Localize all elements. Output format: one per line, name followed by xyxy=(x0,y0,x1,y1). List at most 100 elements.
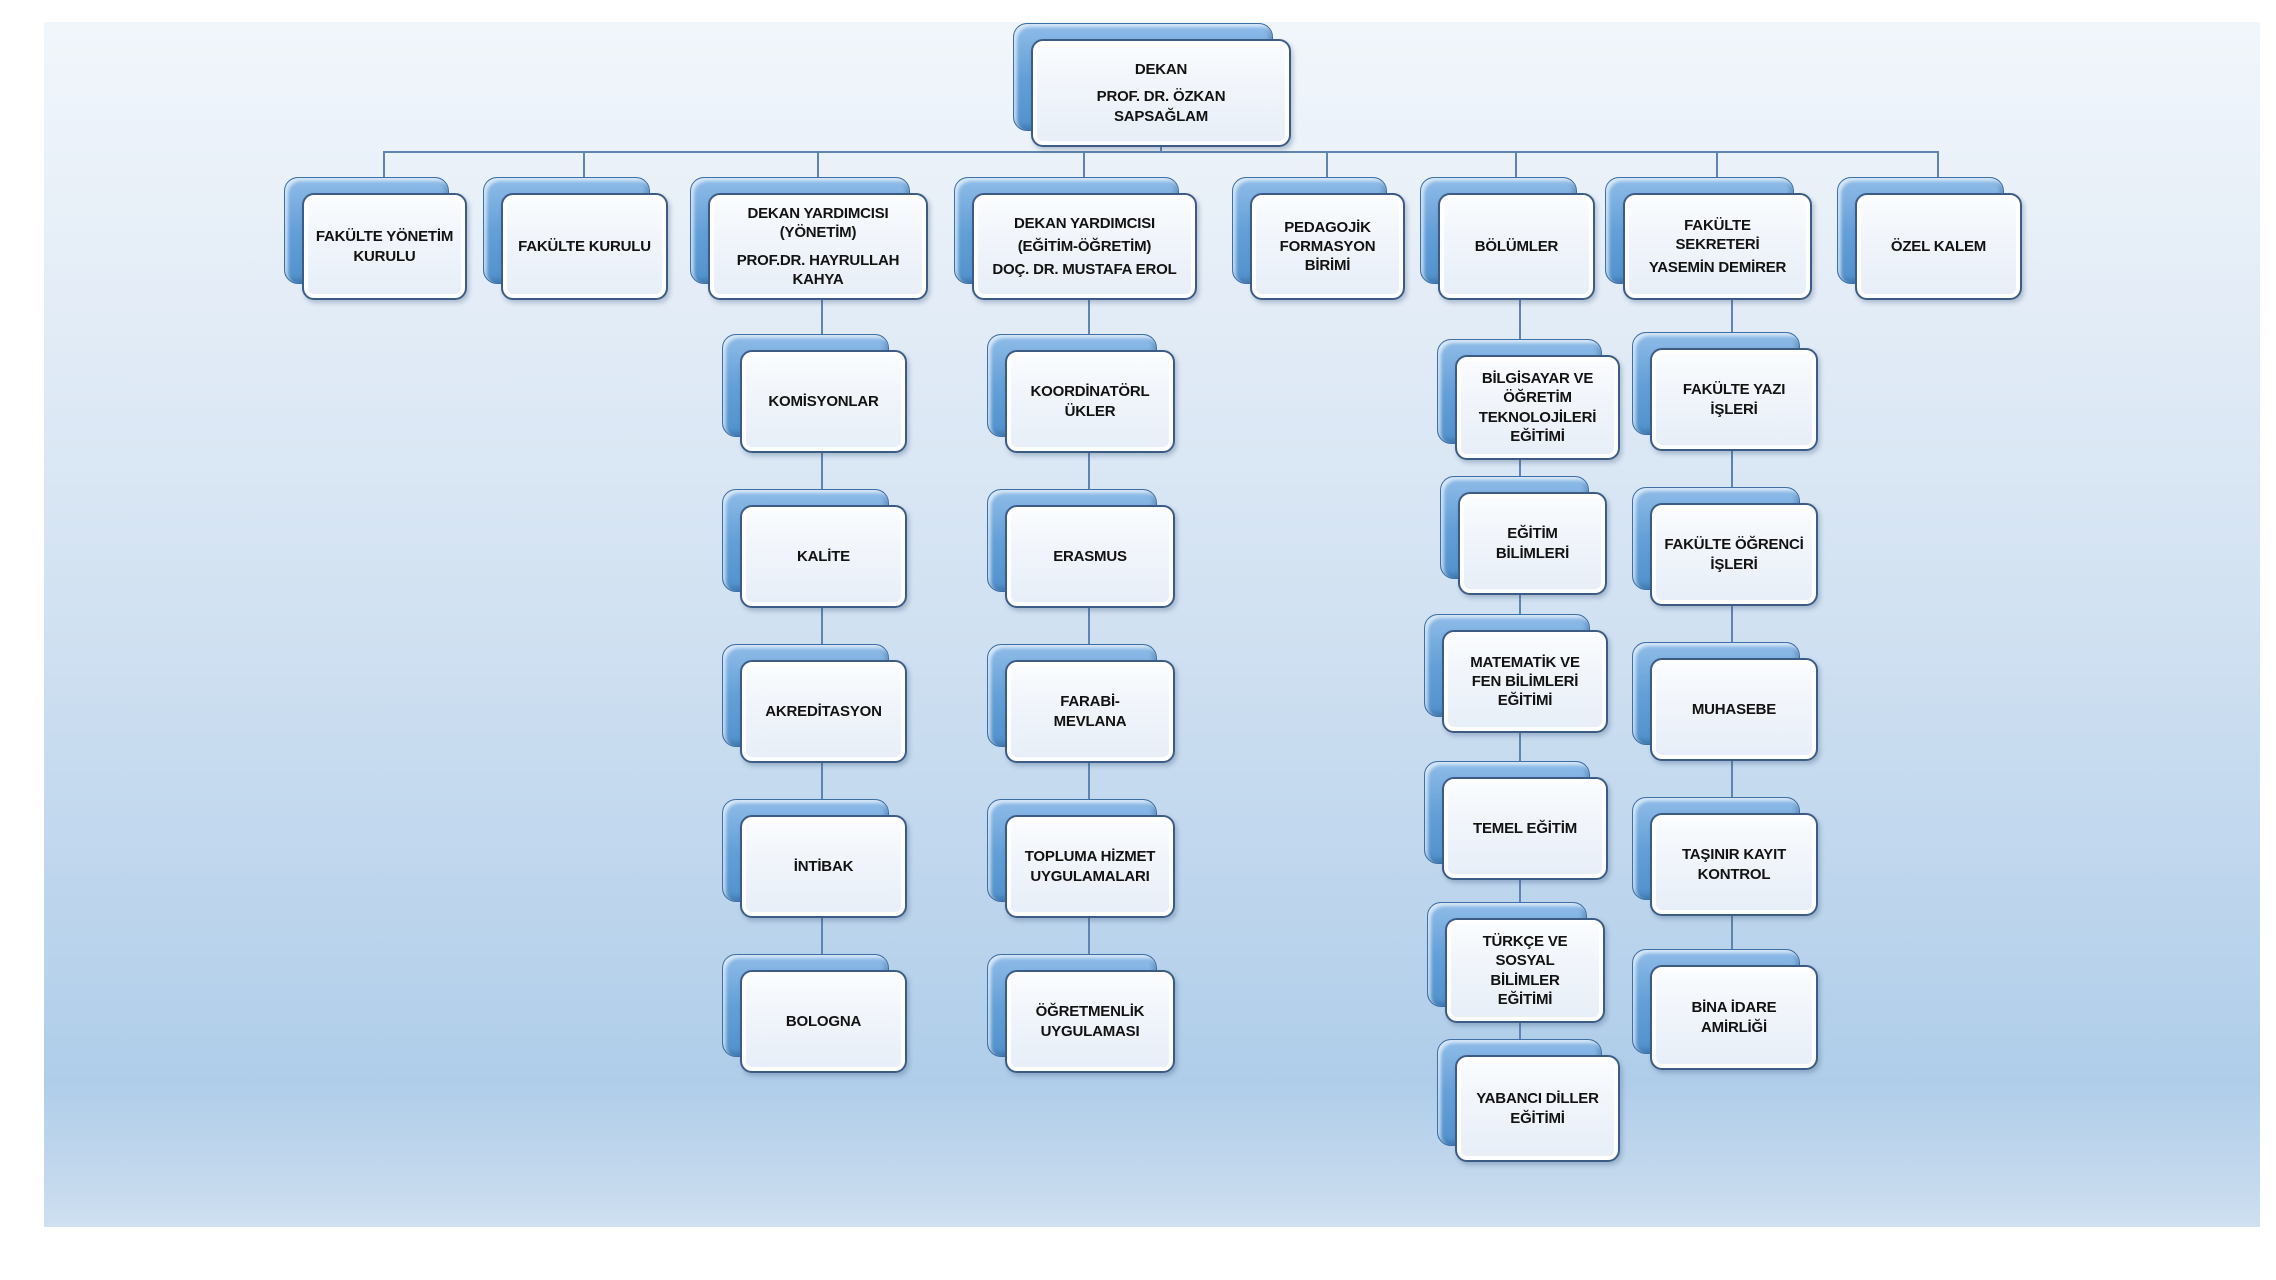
connector-trunk-sekreter xyxy=(1731,300,1733,970)
node-face: BÖLÜMLER xyxy=(1438,193,1595,300)
node-label: YABANCI DİLLER EĞİTİMİ xyxy=(1476,1090,1599,1127)
node-label: BOLOGNA xyxy=(785,1012,862,1030)
node-label: BİLGİSAYAR VE ÖĞRETİM TEKNOLOJİLERİ EĞİT… xyxy=(1478,370,1597,445)
org-node-topluma-hizmet: TOPLUMA HİZMET UYGULAMALARI xyxy=(987,799,1175,918)
node-label: KALİTE xyxy=(797,547,850,565)
node-label: BÖLÜMLER xyxy=(1474,237,1559,255)
org-node-erasmus: ERASMUS xyxy=(987,489,1175,608)
node-label: FAKÜLTE KURULU xyxy=(518,237,651,255)
node-face: TEMEL EĞİTİM xyxy=(1442,777,1608,880)
node-face: ÖĞRETMENLİK UYGULAMASI xyxy=(1005,970,1175,1073)
node-face: MATEMATİK VE FEN BİLİMLERİ EĞİTİMİ xyxy=(1442,630,1608,733)
node-label: FAKÜLTE SEKRETERİ xyxy=(1675,216,1760,253)
connector-stub xyxy=(1716,151,1718,179)
org-node-bina-idare-amirligi: BİNA İDARE AMİRLİĞİ xyxy=(1632,949,1818,1070)
node-face: TAŞINIR KAYIT KONTROL xyxy=(1650,813,1818,916)
node-label: İNTİBAK xyxy=(793,857,854,875)
org-node-bolumler: BÖLÜMLER xyxy=(1420,177,1595,300)
org-node-turkce-sosyal: TÜRKÇE VE SOSYAL BİLİMLER EĞİTİMİ xyxy=(1427,902,1605,1023)
org-node-intibak: İNTİBAK xyxy=(722,799,907,918)
org-node-temel-egitim: TEMEL EĞİTİM xyxy=(1424,761,1608,880)
node-label: TOPLUMA HİZMET UYGULAMALARI xyxy=(1024,848,1156,885)
org-node-tasinir-kayit-kontrol: TAŞINIR KAYIT KONTROL xyxy=(1632,797,1818,916)
node-label: YASEMİN DEMİRER xyxy=(1648,259,1787,277)
node-face: KALİTE xyxy=(740,505,907,608)
org-node-farabi-mevlana: FARABİ-MEVLANA xyxy=(987,644,1175,763)
node-label: TAŞINIR KAYIT KONTROL xyxy=(1681,846,1787,883)
org-node-fakulte-ogrenci-isleri: FAKÜLTE ÖĞRENCİ İŞLERİ xyxy=(1632,487,1818,606)
org-node-dekan: DEKAN PROF. DR. ÖZKAN SAPSAĞLAM xyxy=(1013,23,1291,147)
connector-stub xyxy=(1083,151,1085,179)
connector-stub xyxy=(817,151,819,179)
org-node-fakulte-yonetim-kurulu: FAKÜLTE YÖNETİM KURULU xyxy=(284,177,467,300)
node-face: FARABİ-MEVLANA xyxy=(1005,660,1175,763)
org-node-dekan-yardimcisi-egitim: DEKAN YARDIMCISI (EĞİTİM-ÖĞRETİM) DOÇ. D… xyxy=(954,177,1197,300)
connector-stub xyxy=(1937,151,1939,179)
node-face: BİLGİSAYAR VE ÖĞRETİM TEKNOLOJİLERİ EĞİT… xyxy=(1455,355,1620,460)
node-face: TOPLUMA HİZMET UYGULAMALARI xyxy=(1005,815,1175,918)
node-label: MUHASEBE xyxy=(1691,700,1777,718)
node-label: DEKAN YARDIMCISI (YÖNETİM) xyxy=(747,205,889,242)
node-face: MUHASEBE xyxy=(1650,658,1818,761)
connector-trunk-yonetim xyxy=(821,300,823,972)
org-node-komisyonlar: KOMİSYONLAR xyxy=(722,334,907,453)
org-node-matematik-fen: MATEMATİK VE FEN BİLİMLERİ EĞİTİMİ xyxy=(1424,614,1608,733)
node-label: FAKÜLTE YAZI İŞLERİ xyxy=(1682,381,1786,418)
node-label: DOÇ. DR. MUSTAFA EROL xyxy=(992,261,1177,279)
node-face: ÖZEL KALEM xyxy=(1855,193,2022,300)
org-node-muhasebe: MUHASEBE xyxy=(1632,642,1818,761)
node-face: BİNA İDARE AMİRLİĞİ xyxy=(1650,965,1818,1070)
org-node-akreditasyon: AKREDİTASYON xyxy=(722,644,907,763)
node-label: ERASMUS xyxy=(1053,547,1127,565)
org-node-fakulte-kurulu: FAKÜLTE KURULU xyxy=(483,177,668,300)
node-face: KOMİSYONLAR xyxy=(740,350,907,453)
node-face: TÜRKÇE VE SOSYAL BİLİMLER EĞİTİMİ xyxy=(1445,918,1605,1023)
node-face: EĞİTİM BİLİMLERİ xyxy=(1458,492,1607,595)
org-node-ozel-kalem: ÖZEL KALEM xyxy=(1837,177,2022,300)
org-node-yabanci-diller: YABANCI DİLLER EĞİTİMİ xyxy=(1437,1039,1620,1162)
node-face: İNTİBAK xyxy=(740,815,907,918)
connector-stub xyxy=(1326,151,1328,179)
connector-stub xyxy=(583,151,585,179)
node-label: BİNA İDARE AMİRLİĞİ xyxy=(1691,999,1777,1036)
node-face: YABANCI DİLLER EĞİTİMİ xyxy=(1455,1055,1620,1162)
connector-trunk-egitim xyxy=(1088,300,1090,976)
connector-stub xyxy=(1515,151,1517,179)
org-node-bilgisayar-ogretim-teknolojileri: BİLGİSAYAR VE ÖĞRETİM TEKNOLOJİLERİ EĞİT… xyxy=(1437,339,1620,460)
node-label: (EĞİTİM-ÖĞRETİM) xyxy=(1017,237,1152,255)
org-node-egitim-bilimleri: EĞİTİM BİLİMLERİ xyxy=(1440,476,1607,595)
connector-stub xyxy=(383,151,385,179)
node-face: DEKAN YARDIMCISI (EĞİTİM-ÖĞRETİM) DOÇ. D… xyxy=(972,193,1197,300)
node-face: DEKAN PROF. DR. ÖZKAN SAPSAĞLAM xyxy=(1031,39,1291,147)
node-face: FAKÜLTE YAZI İŞLERİ xyxy=(1650,348,1818,451)
node-label: FAKÜLTE YÖNETİM KURULU xyxy=(315,228,454,265)
node-face: FAKÜLTE ÖĞRENCİ İŞLERİ xyxy=(1650,503,1818,606)
node-face: DEKAN YARDIMCISI (YÖNETİM) PROF.DR. HAYR… xyxy=(708,193,928,300)
node-face: BOLOGNA xyxy=(740,970,907,1073)
org-node-koordinatorlukler: KOORDİNATÖRLÜKLER xyxy=(987,334,1175,453)
org-node-ogretmenlik-uygulamasi: ÖĞRETMENLİK UYGULAMASI xyxy=(987,954,1175,1073)
org-node-pedagojik-formasyon: PEDAGOJİK FORMASYON BİRİMİ xyxy=(1232,177,1405,300)
node-label: TEMEL EĞİTİM xyxy=(1473,819,1577,837)
node-label: PEDAGOJİK FORMASYON BİRİMİ xyxy=(1279,218,1376,275)
node-label: DEKAN xyxy=(1134,61,1188,79)
node-label: FAKÜLTE ÖĞRENCİ İŞLERİ xyxy=(1664,536,1804,573)
connector-top-rail xyxy=(383,151,1939,153)
org-node-kalite: KALİTE xyxy=(722,489,907,608)
node-label: MATEMATİK VE FEN BİLİMLERİ EĞİTİMİ xyxy=(1470,653,1580,710)
node-label: DEKAN YARDIMCISI xyxy=(1014,214,1155,232)
node-label: EĞİTİM BİLİMLERİ xyxy=(1495,525,1570,562)
node-label: TÜRKÇE VE SOSYAL BİLİMLER EĞİTİMİ xyxy=(1482,933,1568,1008)
node-face: FAKÜLTE KURULU xyxy=(501,193,668,300)
node-label: ÖĞRETMENLİK UYGULAMASI xyxy=(1035,1003,1145,1040)
node-face: ERASMUS xyxy=(1005,505,1175,608)
node-face: FAKÜLTE SEKRETERİ YASEMİN DEMİRER xyxy=(1623,193,1812,300)
node-face: KOORDİNATÖRLÜKLER xyxy=(1005,350,1175,453)
node-label: AKREDİTASYON xyxy=(765,702,882,720)
node-face: AKREDİTASYON xyxy=(740,660,907,763)
node-label: ÖZEL KALEM xyxy=(1890,237,1987,255)
node-label: FARABİ-MEVLANA xyxy=(1053,693,1127,730)
node-label: PROF.DR. HAYRULLAH KAHYA xyxy=(736,251,900,288)
node-face: FAKÜLTE YÖNETİM KURULU xyxy=(302,193,467,300)
connector-dekan-stub xyxy=(1160,145,1162,153)
